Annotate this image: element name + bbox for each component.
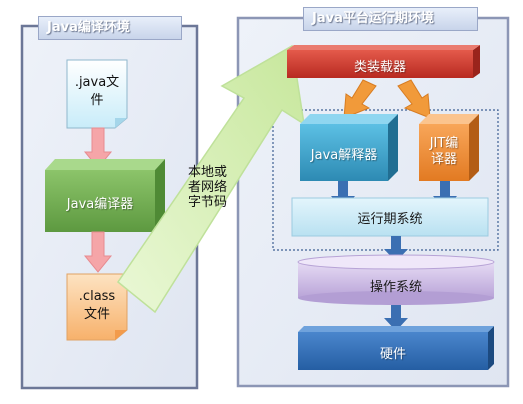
bytecode-transfer-arrow [116,44,305,314]
java-file-label-line2: 件 [90,93,104,108]
hardware-label: 硬件 [379,347,406,362]
class-loader-bar-top [287,45,480,50]
transfer-label-line3: 字节码 [188,195,228,210]
arrow-loader-to-jit [397,79,431,119]
java-file-label: .java文 件 [67,74,127,110]
jit-cube-front [419,124,469,181]
runtime-system-label: 运行期系统 [357,212,423,227]
arrow-loader-to-interpreter [343,79,377,119]
interpreter-cube-front [300,124,388,181]
jit-cube-side [469,114,479,181]
bytecode-transfer-label: 本地或 者网络 字节码 [188,165,227,210]
jit-label-line1: JIT编 [429,136,459,151]
java-file-label-line1: .java文 [74,75,120,90]
os-cylinder-bottom [298,291,494,305]
hardware-bar-top [298,326,494,332]
interpreter-cube-side [388,114,398,181]
compiler-cube-side [155,159,165,232]
compiler-cube-front [45,170,155,232]
class-file-label: .class 文件 [67,288,127,324]
runtime-system-bar [291,197,489,237]
jit-cube-top [419,114,479,124]
arrow-os-to-hardware [384,305,408,331]
compiler-cube-top [45,159,165,170]
class-loader-bar-side [473,45,480,78]
class-file-fold [115,330,127,340]
java-file-fold [115,118,127,128]
java-compiler-label: Java编译器 [66,197,134,212]
java-interpreter-label: Java解释器 [310,148,378,163]
jit-label-line2: 译器 [430,152,457,167]
os-label: 操作系统 [369,280,422,295]
hardware-bar [298,332,488,370]
jit-compiler-label: JIT编 译器 [419,136,469,168]
left-panel-title: Java编译环境 [38,16,182,40]
class-file-label-line2: 文件 [83,307,110,322]
class-loader-bar [287,50,473,78]
interpreter-cube-top [300,114,398,124]
hardware-bar-side [488,326,494,370]
class-file-label-line1: .class [78,289,116,304]
right-panel-title: Java平台运行期环境 [303,7,478,31]
transfer-label-line1: 本地或 [188,165,228,180]
os-cylinder-top [297,254,495,270]
transfer-label-line2: 者网络 [188,180,228,195]
arrow-compiler-to-class [83,231,113,273]
class-loader-label: 类装载器 [353,60,406,75]
